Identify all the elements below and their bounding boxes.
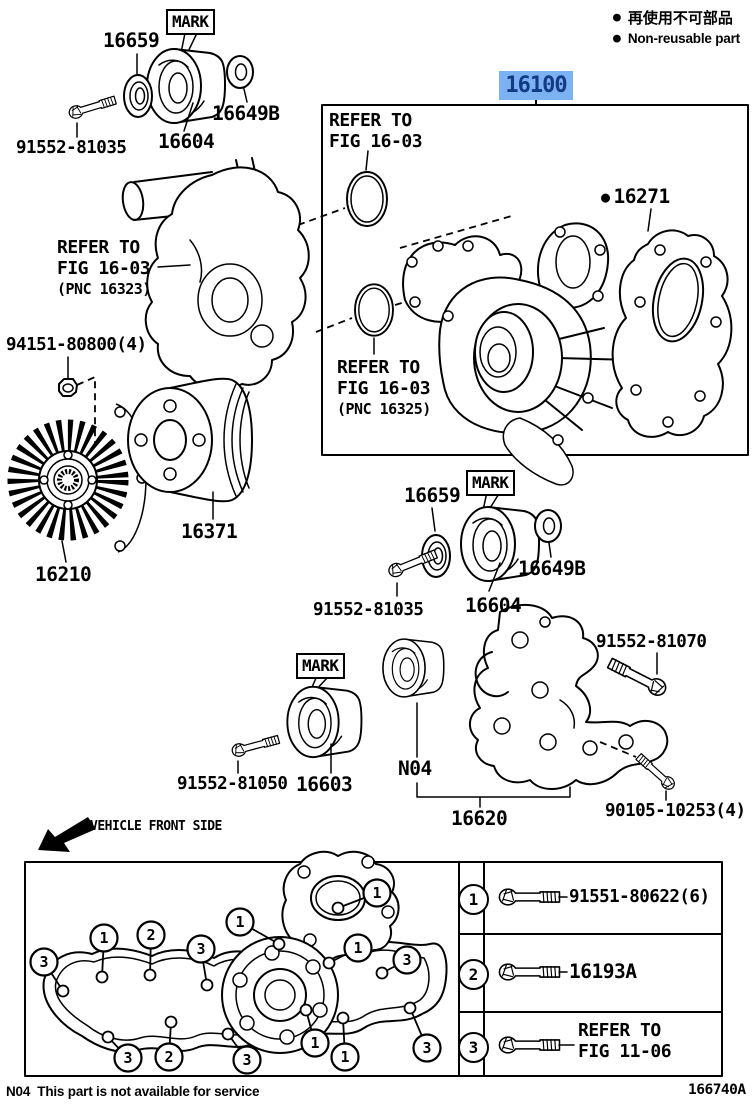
part-label-16271[interactable]: ●16271 [601,185,671,208]
mark-tag-mid: MARK [466,470,515,496]
part-label-n04[interactable]: N04 [398,757,432,780]
svg-text:2: 2 [146,926,155,944]
svg-text:2: 2 [164,1048,173,1066]
part-label-16604-top[interactable]: 16604 [158,130,215,153]
svg-text:1: 1 [310,1034,319,1052]
part-16271-text: 16271 [613,185,671,208]
table-part-16193a[interactable]: 16193A [569,960,637,983]
pnc-16323-text: (PNC 16323) [57,280,151,298]
refer-line2: FIG 16-03 [337,378,431,399]
svg-text:3: 3 [39,953,48,971]
mark-tag-top: MARK [166,9,215,35]
part-label-16649b-mid[interactable]: 16649B [518,557,586,580]
table-key-1: 1 [458,884,489,915]
svg-text:1: 1 [235,913,244,931]
part-label-16604-mid[interactable]: 16604 [465,594,522,617]
part-label-91552-81035-top[interactable]: 91552-81035 [16,138,127,158]
part-label-91552-81050[interactable]: 91552-81050 [177,774,288,794]
bullet-icon: ● [613,31,621,46]
refer-line2: FIG 11-06 [578,1041,672,1062]
refer-line2: FIG 16-03 [329,131,423,152]
part-label-16659-mid[interactable]: 16659 [404,484,461,507]
idler-mid-art [386,491,562,597]
fluid-coupling-art [7,403,148,563]
footnote-code: N04 [6,1084,31,1099]
gasket-16271-art [611,208,733,438]
bracket-bolts-art [599,652,678,801]
table-key-3: 3 [458,1032,489,1063]
idler-no1-art [230,675,363,774]
svg-text:3: 3 [196,940,205,958]
part-label-16100-highlighted[interactable]: 16100 [499,71,573,100]
refer-note-pnc16323: REFER TO FIG 16-03 (PNC 16323) [57,237,151,300]
part-label-16210[interactable]: 16210 [35,563,92,586]
svg-text:1: 1 [99,929,108,947]
refer-line1: REFER TO [57,237,140,258]
part-label-16371[interactable]: 16371 [181,520,238,543]
refer-line1: REFER TO [337,357,420,378]
part-label-90105-10253[interactable]: 90105-10253(4) [605,801,746,821]
tensioner-pulley-art [382,638,571,808]
footnote: N04 This part is not available for servi… [6,1084,260,1099]
table-key-2: 2 [458,959,489,990]
part-label-16603[interactable]: 16603 [296,773,353,796]
svg-text:3: 3 [422,1039,431,1057]
legend-nonreusable-jp: ● 再使用不可部品 [613,7,733,28]
bullet-icon: ● [613,10,621,25]
vehicle-front-side-label: VEHICLE FRONT SIDE [90,819,222,834]
svg-text:1: 1 [372,884,381,902]
part-label-91552-81035-mid[interactable]: 91552-81035 [313,600,424,620]
refer-note-box-top: REFER TO FIG 16-03 [329,110,423,152]
svg-text:1: 1 [340,1048,349,1066]
legend-nonreusable-en: ● Non-reusable part [613,31,740,46]
part-label-16620[interactable]: 16620 [451,807,508,830]
refer-note-pnc16325: REFER TO FIG 16-03 (PNC 16325) [337,357,431,420]
refer-line1: REFER TO [329,110,412,131]
pnc-16325-text: (PNC 16325) [337,400,431,418]
part-label-91552-81070[interactable]: 91552-81070 [596,632,707,652]
legend-en-text: Non-reusable part [627,31,740,46]
gasket-plan-art [42,850,448,1054]
table-refer-fig-11-06: REFER TO FIG 11-06 [578,1020,672,1062]
pump-pulley-art [127,377,253,520]
diagram-code: 166740A [688,1082,746,1098]
part-label-16659-top[interactable]: 16659 [103,29,160,52]
part-label-94151-80800[interactable]: 94151-80800(4) [6,335,147,355]
gasket-callout-layer: 3 1 2 3 1 1 1 3 3 2 3 1 1 3 [29,878,442,1075]
coupling-nut-art [58,356,96,446]
svg-text:3: 3 [242,1051,251,1069]
legend-jp-text: 再使用不可部品 [627,9,733,27]
svg-text:3: 3 [402,951,411,969]
non-reusable-bullet-icon: ● [601,188,610,206]
refer-line1: REFER TO [578,1020,661,1041]
svg-text:1: 1 [353,939,362,957]
water-pump-art [402,222,633,486]
vehicle-front-arrow [38,817,96,852]
footnote-text: This part is not available for service [37,1084,260,1099]
mark-tag-no1: MARK [296,653,345,679]
refer-line2: FIG 16-03 [57,258,151,279]
part-label-16649b-top[interactable]: 16649B [212,102,280,125]
table-part-91551-80622[interactable]: 91551-80622(6) [569,887,710,907]
svg-text:3: 3 [123,1049,132,1067]
